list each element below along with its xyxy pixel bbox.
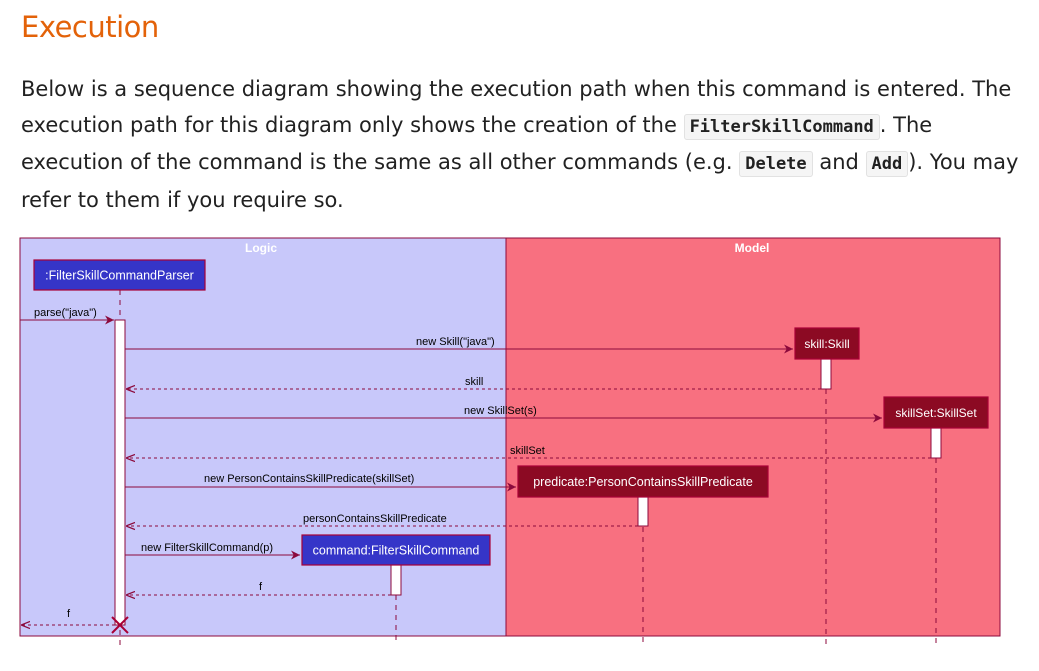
command-activation xyxy=(390,564,402,596)
intro-paragraph: Below is a sequence diagram showing the … xyxy=(21,72,1021,218)
code-delete: Delete xyxy=(739,151,813,177)
intro-text-2: . The execution of the command is the sa… xyxy=(21,112,933,175)
new-predicate-label: new PersonContainsSkillPredicate(skillSe… xyxy=(204,473,414,485)
parse-label: parse("java") xyxy=(34,307,97,319)
new-skillset-label: new SkillSet(s) xyxy=(464,405,537,417)
intro-text-4: ). You may refer to them if you require … xyxy=(21,150,1019,212)
parser-participant xyxy=(33,259,206,291)
command-participant-label: command:FilterSkillCommand xyxy=(313,544,480,558)
skill-participant-label: skill:Skill xyxy=(804,337,849,351)
predicate-activation xyxy=(637,496,649,527)
code-add: Add xyxy=(865,151,909,177)
return-predicate-label: personContainsSkillPredicate xyxy=(303,513,447,525)
skillset-participant-label: skillSet:SkillSet xyxy=(895,406,977,420)
predicate-participant-label: predicate:PersonContainsSkillPredicate xyxy=(533,475,753,489)
return-f-label: f xyxy=(259,581,263,593)
skillset-participant xyxy=(883,396,989,429)
skill-activation xyxy=(820,358,832,390)
logic-box-label: Logic xyxy=(245,241,277,255)
skillset-activation xyxy=(930,427,942,459)
parser-activation xyxy=(114,319,126,626)
predicate-participant xyxy=(517,465,769,498)
return-skill-label: skill xyxy=(465,376,483,388)
intro-text-3: and xyxy=(812,150,866,174)
parser-destroy-mark xyxy=(111,616,129,634)
return-skillset-label: skillSet xyxy=(510,445,545,457)
model-box-label: Model xyxy=(735,241,770,255)
model-box xyxy=(505,237,1001,637)
command-participant xyxy=(301,534,491,566)
code-filterskillcommand: FilterSkillCommand xyxy=(683,113,880,140)
skill-participant xyxy=(794,327,860,360)
new-command-label: new FilterSkillCommand(p) xyxy=(141,542,273,554)
new-skill-label: new Skill("java") xyxy=(416,336,495,348)
parser-participant-label: :FilterSkillCommandParser xyxy=(45,269,194,283)
section-heading: Execution xyxy=(21,10,159,44)
intro-text-1: Below is a sequence diagram showing the … xyxy=(21,77,1012,137)
return-f-out-label: f xyxy=(67,608,71,620)
logic-box xyxy=(19,237,507,637)
